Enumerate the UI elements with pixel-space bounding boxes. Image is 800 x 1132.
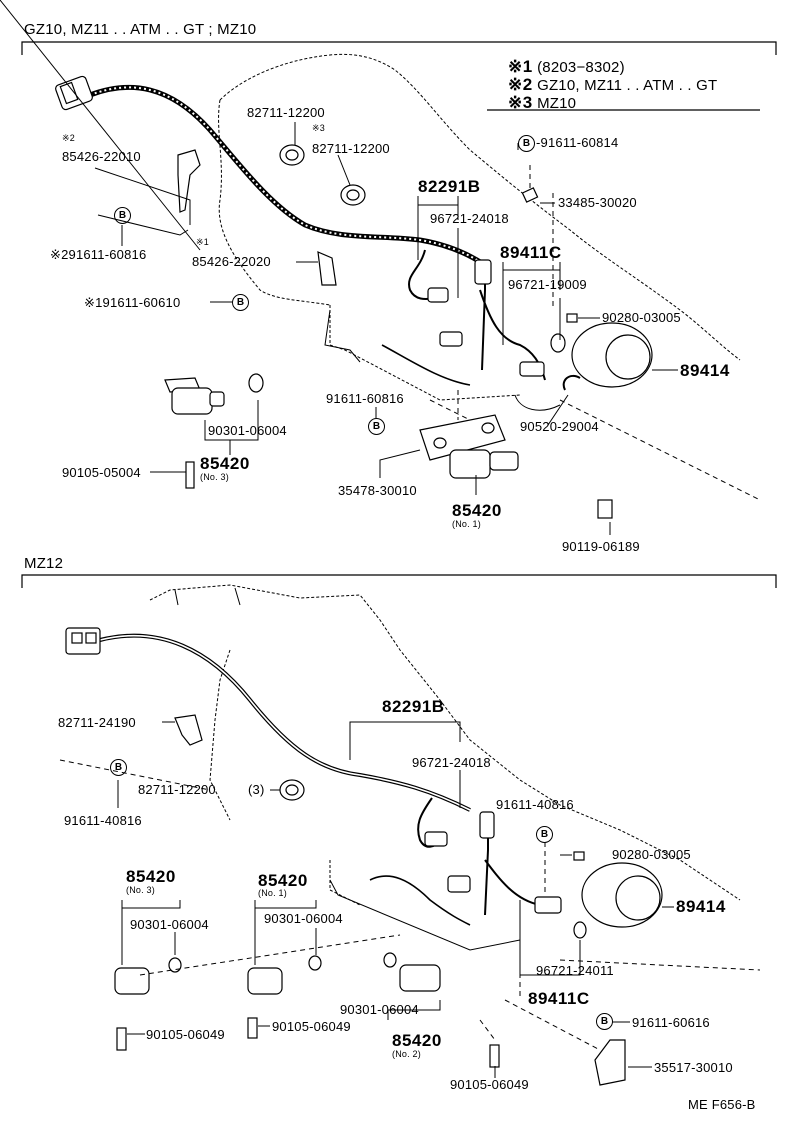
legend-item-1: ※1 (8203−8302) [508, 58, 625, 75]
part-33485-30020: 33485-30020 [558, 195, 637, 210]
part-91611-60814: -91611-60814 [536, 135, 619, 150]
part-91611-60616: 91611-60616 [632, 1015, 710, 1030]
legend-mark-3: ※3 [508, 93, 533, 112]
part-85426-22020: 85426-22020 [192, 254, 271, 269]
part-85420-no2-bottom: 85420 [392, 1031, 442, 1050]
legend-text-3: MZ10 [537, 95, 577, 112]
part-35517-30010: 35517-30010 [654, 1060, 733, 1075]
part-85426-22010: 85426-22010 [62, 149, 141, 164]
part-90301-06004-right: 90301-06004 [340, 1002, 419, 1017]
part-85420-no1: 85420 [452, 501, 502, 520]
top-section-title: GZ10, MZ11 . . ATM . . GT ; MZ10 [24, 21, 257, 38]
part-85420-no1-bottom: 85420 [258, 871, 308, 890]
part-90105-06049-mid: 90105-06049 [272, 1019, 351, 1034]
part-85420-no1-sub: (No. 1) [452, 519, 481, 529]
legend-item-3: ※3 MZ10 [508, 94, 576, 111]
part-82711-12200-lower: 82711-12200 [312, 141, 390, 156]
bottom-leader-lines [117, 721, 674, 1078]
bolt-symbol-60616: B [596, 1013, 613, 1031]
top-dashed-guides [429, 165, 761, 501]
top-leader-lines [0, 0, 678, 535]
bottom-dashed-guides [59, 759, 761, 1051]
part-82711-12200: 82711-12200 [138, 782, 216, 797]
bottom-section-title: MZ12 [24, 555, 64, 572]
note-ref-2: ※2 [62, 133, 75, 143]
part-96721-24018-bottom: 96721-24018 [412, 755, 491, 770]
note-ref-1: ※1 [196, 237, 209, 247]
top-case-solid-edges [324, 309, 561, 411]
part-85420-no3: 85420 [200, 454, 250, 473]
part-90520-29004: 90520-29004 [520, 419, 599, 434]
qty-3: (3) [248, 782, 265, 797]
part-85420-no3-sub: (No. 3) [200, 472, 229, 482]
bolt-symbol-60610: B [232, 294, 249, 312]
part-35478-30010: 35478-30010 [338, 483, 417, 498]
part-90301-06004-left: 90301-06004 [130, 917, 209, 932]
legend-text-2: GZ10, MZ11 . . ATM . . GT [537, 77, 718, 94]
legend-item-2: ※2 GZ10, MZ11 . . ATM . . GT [508, 76, 717, 93]
part-90105-06049-right: 90105-06049 [450, 1077, 529, 1092]
part-90119-06189: 90119-06189 [562, 539, 640, 554]
top-section-frame [21, 41, 777, 55]
part-91611-60816: 91611-60816 [326, 391, 404, 406]
part-82291B: 82291B [418, 177, 481, 196]
bolt-symbol-top-left: B [114, 207, 131, 225]
note-ref-3: ※3 [312, 123, 325, 133]
legend-mark-2: ※2 [508, 75, 533, 94]
part-89411C-bottom: 89411C [528, 989, 590, 1008]
part-85420-no3-bottom: 85420 [126, 867, 176, 886]
part-82711-12200-upper: 82711-12200 [247, 105, 325, 120]
part-89414-bottom: 89414 [676, 897, 726, 916]
top-right-components [521, 187, 653, 391]
part-90301-06004-mid: 90301-06004 [264, 911, 343, 926]
top-clamps [177, 144, 366, 286]
bolt-symbol-60814: B [518, 135, 535, 153]
part-91611-60610-note1: ※191611-60610 [84, 295, 181, 310]
legend-mark-1: ※1 [508, 57, 533, 76]
legend-text-1: (8203−8302) [537, 59, 625, 76]
part-90280-03005: 90280-03005 [602, 310, 681, 325]
part-85420-no3-bottom-sub: (No. 3) [126, 885, 155, 895]
part-96721-19009: 96721-19009 [508, 277, 587, 292]
bolt-symbol-60816: B [368, 418, 385, 436]
bottom-components [114, 714, 663, 1086]
footer-code: ME F656-B [688, 1097, 756, 1112]
part-96721-24018: 96721-24018 [430, 211, 509, 226]
bolt-symbol-40816-right: B [536, 826, 553, 844]
part-85420-no2-bottom-sub: (No. 2) [392, 1049, 421, 1059]
part-90105-05004: 90105-05004 [62, 465, 141, 480]
part-85420-no1-bottom-sub: (No. 1) [258, 888, 287, 898]
part-82711-24190: 82711-24190 [58, 715, 136, 730]
part-96721-24011: 96721-24011 [536, 963, 614, 978]
part-90105-06049-left: 90105-06049 [146, 1027, 225, 1042]
part-91611-40816-right: 91611-40816 [496, 797, 574, 812]
part-89414: 89414 [680, 361, 730, 380]
top-solenoids [164, 373, 613, 519]
top-wire-harness [55, 75, 546, 386]
part-82291B-bottom: 82291B [382, 697, 445, 716]
top-transmission-outline [218, 53, 741, 401]
bottom-case-solid-edges [174, 587, 521, 951]
bolt-symbol-40816-left: B [110, 759, 127, 777]
part-91611-60816-note2: ※291611-60816 [50, 247, 147, 262]
part-90301-06004: 90301-06004 [208, 423, 287, 438]
bottom-wire-harness [65, 627, 562, 926]
part-90280-03005-bottom: 90280-03005 [612, 847, 691, 862]
bottom-section-frame [21, 574, 777, 588]
part-91611-40816-left: 91611-40816 [64, 813, 142, 828]
part-89411C: 89411C [500, 243, 562, 262]
